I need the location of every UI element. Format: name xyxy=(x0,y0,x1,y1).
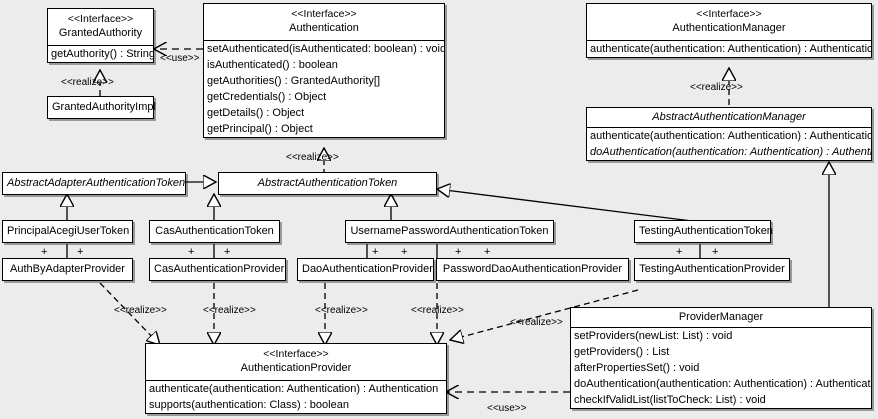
realize-label-password-dao-authentication-provider: <<realize>> xyxy=(411,305,464,316)
operations-compartment: authenticate(authentication: Authenticat… xyxy=(587,41,871,57)
realize-label-testing-authentication-provider: <<realize>> xyxy=(510,317,563,328)
operations-compartment: authenticate(authentication: Authenticat… xyxy=(146,381,446,413)
multiplicity-marker: + xyxy=(401,246,408,258)
class-name-label: AuthByAdapterProvider xyxy=(10,263,125,275)
class-testing-authentication-token[interactable]: TestingAuthenticationToken xyxy=(634,220,773,243)
class-authentication-manager[interactable]: <<Interface>> AuthenticationManager auth… xyxy=(586,3,872,58)
class-header: ProviderManager xyxy=(571,308,871,327)
class-header: <<Interface>> AuthenticationProvider xyxy=(146,344,446,380)
operation-row: getCredentials() : Object xyxy=(207,91,327,103)
multiplicity-marker: + xyxy=(484,246,491,258)
class-name-label: DaoAuthenticationProvider xyxy=(302,263,433,275)
multiplicity-marker: + xyxy=(224,246,231,258)
use-label-provider-manager: <<use>> xyxy=(487,403,527,414)
class-name-label: AbstractAuthenticationManager xyxy=(652,111,806,123)
operations-compartment: setAuthenticated(isAuthenticated: boolea… xyxy=(204,41,444,137)
class-granted-authority-impl[interactable]: GrantedAuthorityImpl xyxy=(47,96,156,119)
realize-label-granted-authority-impl: <<realize>> xyxy=(61,77,114,88)
class-username-password-authentication-token[interactable]: UsernamePasswordAuthenticationToken xyxy=(345,220,554,243)
stereotype-label: <<Interface>> xyxy=(67,13,134,25)
class-name-label: AbstractAdapterAuthenticationToken xyxy=(7,177,186,189)
compartment-divider xyxy=(587,127,871,128)
operations-compartment: setProviders(newList: List) : void getPr… xyxy=(571,328,871,408)
operation-row: getPrincipal() : Object xyxy=(207,123,313,135)
multiplicity-marker: + xyxy=(676,246,683,258)
operation-row: setAuthenticated(isAuthenticated: boolea… xyxy=(207,43,444,55)
stereotype-label: <<Interface>> xyxy=(696,8,762,20)
class-password-dao-authentication-provider[interactable]: PasswordDaoAuthenticationProvider xyxy=(436,258,629,281)
class-header: AbstractAuthenticationManager xyxy=(587,108,871,127)
class-name-label: TestingAuthenticationProvider xyxy=(639,263,785,275)
class-testing-authentication-provider[interactable]: TestingAuthenticationProvider xyxy=(634,258,790,281)
multiplicity-marker: + xyxy=(372,246,379,258)
realize-label-cas-authentication-provider: <<realize>> xyxy=(203,305,256,316)
use-label-authentication-granted-authority: <<use>> xyxy=(160,53,200,64)
compartment-divider xyxy=(587,40,871,41)
operation-row: authenticate(authentication: Authenticat… xyxy=(590,43,871,55)
class-name-label: PasswordDaoAuthenticationProvider xyxy=(442,263,623,275)
compartment-divider xyxy=(204,40,444,41)
class-name-label: AuthenticationProvider xyxy=(240,362,352,374)
class-dao-authentication-provider[interactable]: DaoAuthenticationProvider xyxy=(297,258,434,281)
operation-row: checkIfValidList(listToCheck: List) : vo… xyxy=(574,394,766,406)
multiplicity-marker: + xyxy=(712,246,719,258)
class-abstract-adapter-authentication-token[interactable]: AbstractAdapterAuthenticationToken xyxy=(2,172,186,195)
operation-row: getAuthority() : String xyxy=(51,48,153,60)
realize-label-abstract-authentication-token: <<realize>> xyxy=(286,152,339,163)
operation-row: setProviders(newList: List) : void xyxy=(574,330,733,342)
class-name-label: GrantedAuthority xyxy=(58,27,143,39)
compartment-divider xyxy=(146,380,446,381)
realize-label-abstract-authentication-manager: <<realize>> xyxy=(690,82,743,93)
compartment-divider xyxy=(571,327,871,328)
class-name-label: GrantedAuthorityImpl xyxy=(52,101,156,113)
operation-row: getDetails() : Object xyxy=(207,107,305,119)
operations-compartment: getAuthority() : String xyxy=(48,46,153,62)
class-auth-by-adapter-provider[interactable]: AuthByAdapterProvider xyxy=(2,258,133,281)
class-authentication[interactable]: <<Interface>> Authentication setAuthenti… xyxy=(203,3,445,138)
operation-row: supports(authentication: Class) : boolea… xyxy=(149,399,349,411)
class-name-label: ProviderManager xyxy=(678,311,764,323)
class-cas-authentication-provider[interactable]: CasAuthenticationProvider xyxy=(149,258,286,281)
class-name-label: CasAuthenticationToken xyxy=(155,225,274,237)
multiplicity-marker: + xyxy=(41,246,48,258)
class-header: <<Interface>> AuthenticationManager xyxy=(587,4,871,40)
class-header: <<Interface>> Authentication xyxy=(204,4,444,40)
multiplicity-marker: + xyxy=(77,246,84,258)
compartment-divider xyxy=(48,45,153,46)
operation-row: getProviders() : List xyxy=(574,346,670,358)
class-name-label: AuthenticationManager xyxy=(672,22,786,34)
class-name-label: Authentication xyxy=(289,22,359,34)
multiplicity-marker: + xyxy=(188,246,195,258)
class-name-label: TestingAuthenticationToken xyxy=(639,225,773,237)
stereotype-label: <<Interface>> xyxy=(291,8,357,20)
operations-compartment: authenticate(authentication: Authenticat… xyxy=(587,128,871,160)
stereotype-label: <<Interface>> xyxy=(263,348,329,360)
class-header: <<Interface>> GrantedAuthority xyxy=(48,9,153,45)
realize-label-dao-authentication-provider: <<realize>> xyxy=(315,305,368,316)
class-granted-authority[interactable]: <<Interface>> GrantedAuthority getAuthor… xyxy=(47,8,154,63)
class-name-label: PrincipalAcegiUserToken xyxy=(7,225,130,237)
operation-row: getAuthorities() : GrantedAuthority[] xyxy=(207,75,381,87)
class-authentication-provider[interactable]: <<Interface>> AuthenticationProvider aut… xyxy=(145,343,447,414)
class-abstract-authentication-token[interactable]: AbstractAuthenticationToken xyxy=(218,172,437,195)
multiplicity-marker: + xyxy=(455,246,462,258)
class-provider-manager[interactable]: ProviderManager setProviders(newList: Li… xyxy=(570,307,872,409)
operation-row: isAuthenticated() : boolean xyxy=(207,59,338,71)
operation-row: doAuthentication(authentication: Authent… xyxy=(590,146,871,158)
class-abstract-authentication-manager[interactable]: AbstractAuthenticationManager authentica… xyxy=(586,107,872,161)
class-principal-acegi-user-token[interactable]: PrincipalAcegiUserToken xyxy=(2,220,133,243)
class-name-label: CasAuthenticationProvider xyxy=(154,263,285,275)
realize-label-auth-by-adapter-provider: <<realize>> xyxy=(114,305,167,316)
class-cas-authentication-token[interactable]: CasAuthenticationToken xyxy=(149,220,280,243)
class-name-label: UsernamePasswordAuthenticationToken xyxy=(350,225,549,237)
operation-row: afterPropertiesSet() : void xyxy=(574,362,700,374)
operation-row: authenticate(authentication: Authenticat… xyxy=(590,130,871,142)
class-name-label: AbstractAuthenticationToken xyxy=(257,177,398,189)
operation-row: authenticate(authentication: Authenticat… xyxy=(149,383,439,395)
operation-row: doAuthentication(authentication: Authent… xyxy=(574,378,871,390)
